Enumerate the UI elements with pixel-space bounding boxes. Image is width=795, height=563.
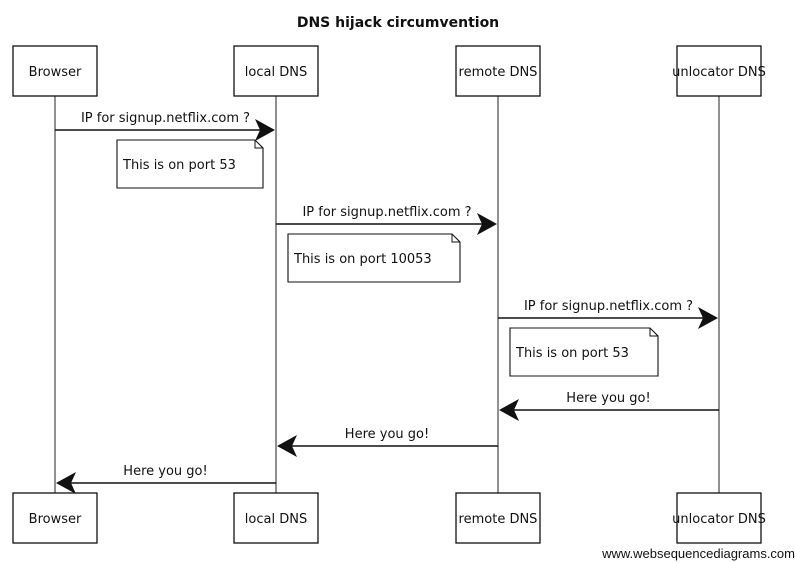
arrowhead bbox=[477, 213, 497, 235]
participant-label: local DNS bbox=[245, 512, 307, 527]
message-arrow: Here you go! bbox=[499, 391, 719, 421]
participant-unlocator-dns-bottom: unlocator DNS bbox=[672, 492, 766, 544]
participant-label: local DNS bbox=[245, 65, 307, 80]
note-box: This is on port 53 bbox=[509, 327, 659, 377]
message-arrow: Here you go! bbox=[277, 427, 498, 457]
participant-browser-bottom: Browser bbox=[12, 492, 98, 544]
participant-label: unlocator DNS bbox=[672, 65, 766, 80]
participant-local-dns-bottom: local DNS bbox=[233, 492, 319, 544]
message-arrow: IP for signup.netflix.com ? bbox=[276, 205, 497, 235]
participant-label: Browser bbox=[29, 512, 82, 527]
message-arrow: Here you go! bbox=[56, 464, 276, 494]
arrowhead bbox=[56, 472, 76, 494]
participant-local-dns-top: local DNS bbox=[233, 45, 319, 97]
participant-remote-dns-bottom: remote DNS bbox=[455, 492, 541, 544]
participant-label: Browser bbox=[29, 65, 82, 80]
watermark-text: www.websequencediagrams.com bbox=[602, 546, 795, 561]
note-box: This is on port 10053 bbox=[287, 233, 461, 283]
message-label: IP for signup.netflix.com ? bbox=[81, 111, 250, 126]
message-label: IP for signup.netflix.com ? bbox=[302, 205, 471, 220]
note-box: This is on port 53 bbox=[116, 139, 264, 189]
message-label: Here you go! bbox=[123, 464, 207, 479]
arrowhead bbox=[277, 435, 297, 457]
arrowhead bbox=[499, 399, 519, 421]
message-arrow: IP for signup.netflix.com ? bbox=[55, 111, 275, 141]
arrowhead bbox=[698, 307, 718, 329]
message-arrow: IP for signup.netflix.com ? bbox=[498, 299, 718, 329]
participant-label: unlocator DNS bbox=[672, 512, 766, 527]
message-label: Here you go! bbox=[566, 391, 650, 406]
message-label: Here you go! bbox=[345, 427, 429, 442]
note-text: This is on port 53 bbox=[515, 346, 629, 361]
diagram-title: DNS hijack circumvention bbox=[297, 15, 499, 31]
participant-label: remote DNS bbox=[459, 65, 538, 80]
message-label: IP for signup.netflix.com ? bbox=[524, 299, 693, 314]
participant-unlocator-dns-top: unlocator DNS bbox=[672, 45, 766, 97]
participant-label: remote DNS bbox=[459, 512, 538, 527]
participant-browser-top: Browser bbox=[12, 45, 98, 97]
participant-remote-dns-top: remote DNS bbox=[455, 45, 541, 97]
note-text: This is on port 10053 bbox=[293, 252, 432, 267]
arrowhead bbox=[255, 119, 275, 141]
note-text: This is on port 53 bbox=[122, 158, 236, 173]
